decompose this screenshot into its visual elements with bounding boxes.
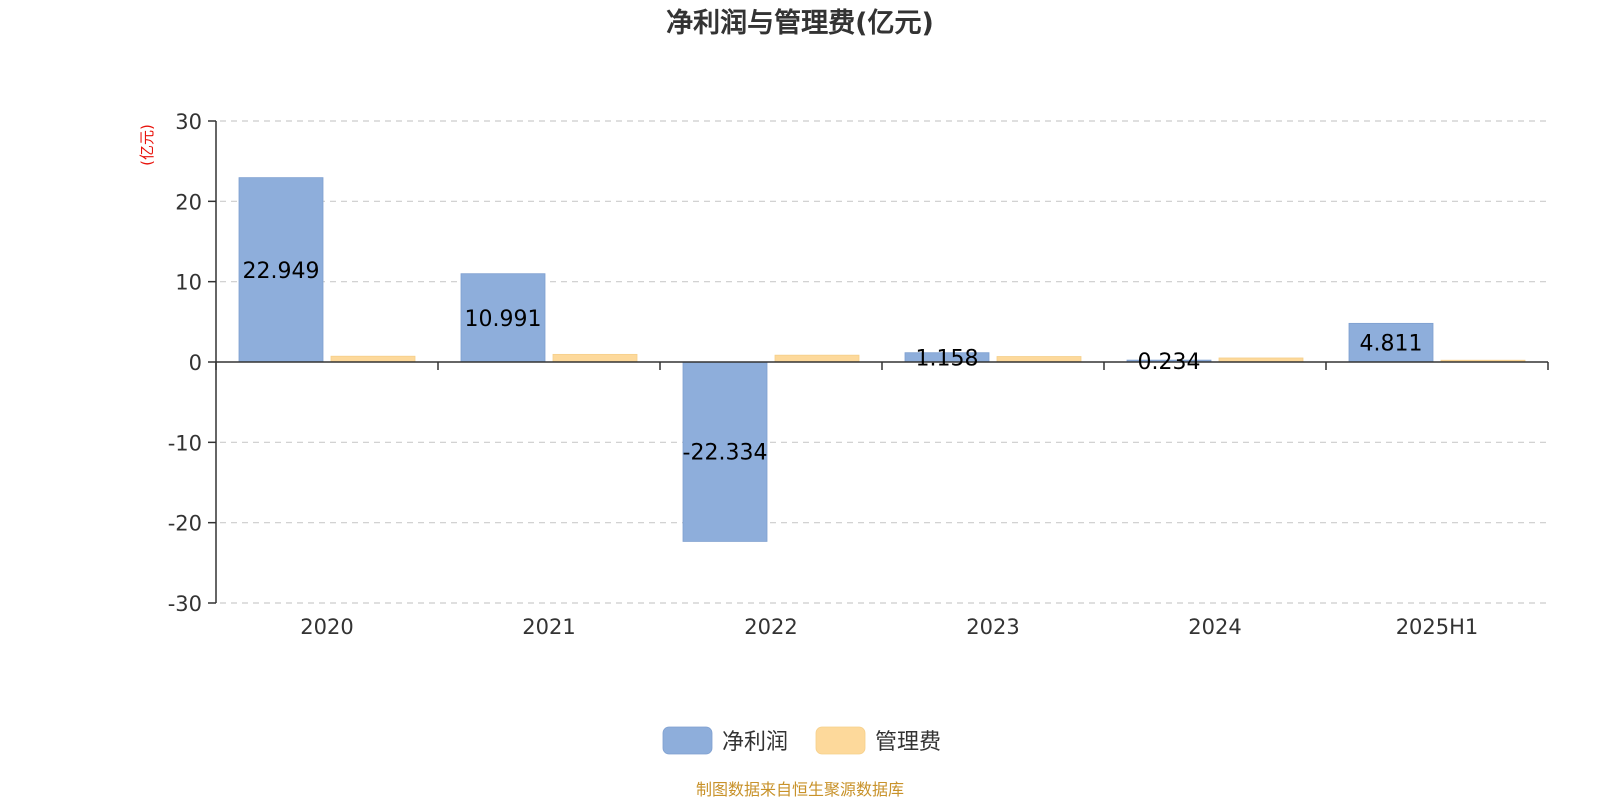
grid-lines xyxy=(220,120,1548,604)
bar-value-label: 1.158 xyxy=(916,346,979,371)
bar-admin-expense[interactable] xyxy=(552,353,638,363)
y-tick-label: 20 xyxy=(175,190,202,214)
y-tick-label: -20 xyxy=(168,512,202,536)
legend-swatch-net-profit[interactable] xyxy=(662,726,713,755)
y-tick-label: 10 xyxy=(175,271,202,295)
bars xyxy=(238,177,1526,542)
x-tick-label: 2023 xyxy=(966,615,1019,639)
y-tick-label: 30 xyxy=(175,110,202,134)
legend-label-net-profit[interactable]: 净利润 xyxy=(722,730,788,755)
chart-title: 净利润与管理费(亿元) xyxy=(666,7,934,39)
axes: 30 20 10 0 -10 -20 -30 2020 2021 2022 2023 2024 2025… xyxy=(168,110,1549,639)
y-tick-label: -10 xyxy=(168,431,202,455)
bar-value-label: 10.991 xyxy=(465,307,542,332)
x-tick-label: 2021 xyxy=(522,615,575,639)
bar-value-label: 4.811 xyxy=(1360,332,1423,357)
x-tick-label: 2024 xyxy=(1188,615,1241,639)
x-tick-label: 2025H1 xyxy=(1396,615,1479,639)
y-tick-label: -30 xyxy=(168,592,202,616)
bar-value-label: 22.949 xyxy=(243,259,320,284)
x-tick-label: 2020 xyxy=(300,615,353,639)
x-tick-label: 2022 xyxy=(744,615,797,639)
bar-net-profit[interactable] xyxy=(682,361,768,542)
bar-admin-expense[interactable] xyxy=(330,355,416,363)
legend-label-admin-expense[interactable]: 管理费 xyxy=(875,730,941,755)
bar-net-profit[interactable] xyxy=(238,177,324,363)
legend-swatch-admin-expense[interactable] xyxy=(815,726,866,755)
bar-value-label: -22.334 xyxy=(683,441,768,466)
legend[interactable]: 净利润 管理费 xyxy=(662,726,941,755)
y-axis-unit-label: (亿元) xyxy=(138,124,156,166)
y-tick-label: 0 xyxy=(189,351,202,375)
bar-admin-expense[interactable] xyxy=(996,356,1082,363)
bar-admin-expense[interactable] xyxy=(774,354,860,363)
source-note: 制图数据来自恒生聚源数据库 xyxy=(696,780,904,799)
data-labels: 22.949 10.991 -22.334 1.158 0.234 4.811 xyxy=(243,259,1423,466)
bar-value-label: 0.234 xyxy=(1138,350,1201,375)
